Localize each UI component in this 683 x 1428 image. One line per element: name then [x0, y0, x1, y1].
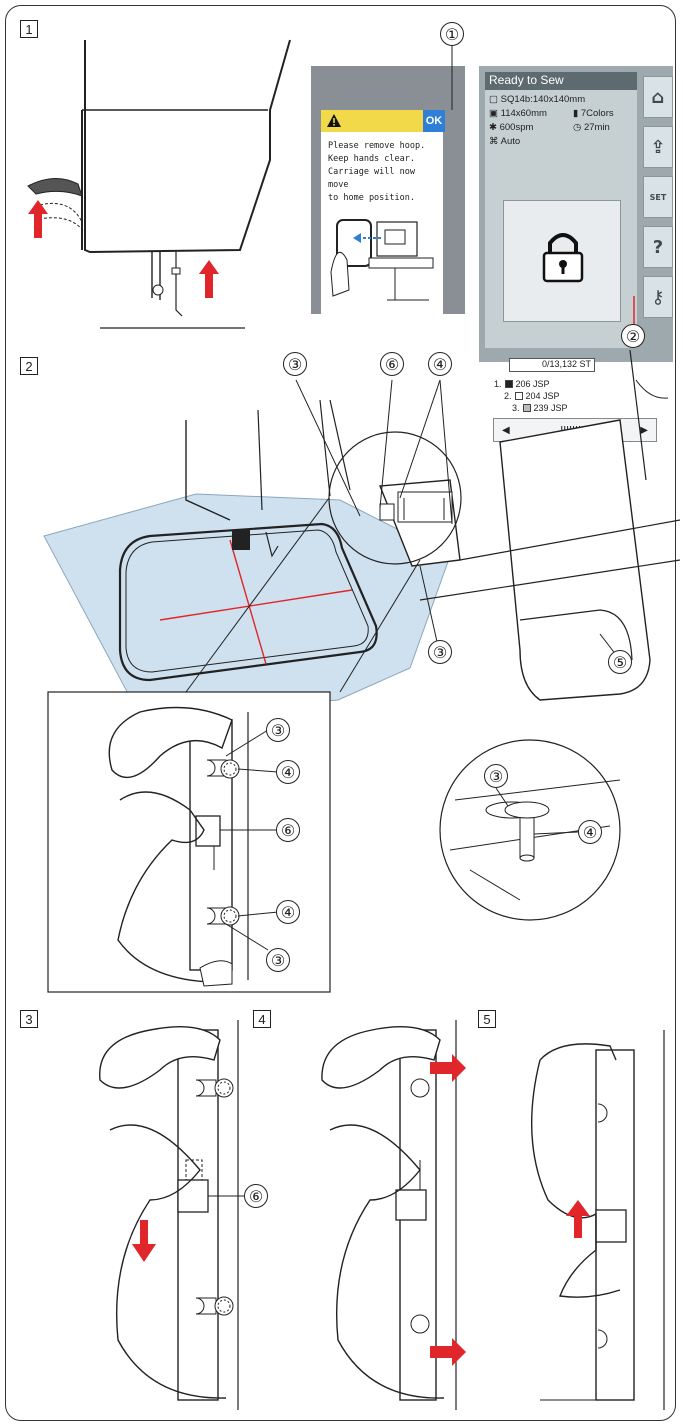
warning-line-4: to home position.: [328, 193, 415, 203]
thread-num: 2.: [504, 391, 512, 401]
thread-swatch: [522, 404, 531, 412]
ready-title: Ready to Sew: [485, 72, 637, 90]
thread-name: 206 JSP: [515, 379, 550, 389]
folder-icon[interactable]: ⇪: [643, 126, 673, 168]
colors-text: 7Colors: [580, 108, 614, 119]
padlock-icon: [542, 233, 584, 283]
size-info: ▣ 114x60mm: [489, 108, 547, 119]
help-icon[interactable]: ?: [643, 226, 673, 268]
callout-3-detail-top: ③: [266, 718, 290, 742]
callout-6-detail: ⑥: [276, 818, 300, 842]
step-4-label: 4: [253, 1010, 271, 1028]
callout-2-leader: [633, 296, 635, 324]
callout-3-pin: ③: [484, 764, 508, 788]
size-text: 114x60mm: [500, 108, 547, 119]
callout-3-detail-bottom: ③: [266, 948, 290, 972]
thread-swatch: [514, 392, 523, 400]
callout-3-top: ③: [283, 352, 307, 376]
warning-line-2: Keep hands clear.: [328, 154, 415, 164]
callout-6-step3: ⑥: [244, 1184, 268, 1208]
ok-button[interactable]: OK: [423, 110, 445, 132]
step-3-label: 3: [20, 1010, 38, 1028]
callout-1: ①: [440, 22, 464, 46]
callout-1-leader: [451, 46, 453, 110]
detail-box: [47, 691, 621, 993]
thread-list: 1. 206 JSP 2. 204 JSP 3. 239 JSP: [494, 378, 636, 422]
set-icon[interactable]: SET: [643, 176, 673, 218]
callout-5: ⑤: [608, 650, 632, 674]
home-icon[interactable]: ⌂: [643, 76, 673, 118]
key-icon[interactable]: ⚷: [643, 276, 673, 318]
sewing-machine-head: [27, 39, 291, 329]
callout-4-detail-top: ④: [276, 760, 300, 784]
callout-2: ②: [621, 324, 645, 348]
step-2-label: 2: [20, 357, 38, 375]
warning-screen: OK Please remove hoop. Keep hands clear.…: [311, 66, 465, 332]
thread-name: 239 JSP: [533, 403, 568, 413]
ready-panel: Ready to Sew ▢ SQ14b:140x140mm ▣ 114x60m…: [485, 72, 637, 413]
thread-swatch: [504, 380, 513, 388]
speed-info: ✱ 600spm: [489, 122, 534, 133]
thread-item[interactable]: 2. 204 JSP: [494, 390, 636, 402]
callout-4-top: ④: [428, 352, 452, 376]
warning-message: Please remove hoop. Keep hands clear. Ca…: [321, 132, 443, 205]
colors-info: ▮ 7Colors: [573, 108, 614, 119]
scroll-right-icon[interactable]: ▶: [640, 424, 648, 436]
ready-to-sew-screen: Ready to Sew ▢ SQ14b:140x140mm ▣ 114x60m…: [479, 66, 673, 442]
time-text: 27min: [583, 122, 610, 133]
locked-preview: [503, 200, 621, 322]
callout-6-top: ⑥: [380, 352, 404, 376]
step-1-label: 1: [20, 20, 38, 38]
callout-3-bottom: ③: [428, 640, 452, 664]
thread-name: 204 JSP: [525, 391, 560, 401]
warning-line-1: Please remove hoop.: [328, 141, 426, 151]
hoop-attachment-illustration: [43, 349, 681, 717]
thread-item[interactable]: 3. 239 JSP: [494, 402, 636, 414]
callout-4-pin: ④: [578, 820, 602, 844]
hoop-text: SQ14b:140x140mm: [500, 94, 586, 105]
stitch-counter: 0/13,132 ST: [509, 358, 595, 372]
hoop-info: ▢ SQ14b:140x140mm: [489, 94, 586, 105]
thread-num: 1.: [494, 379, 502, 389]
page-frame: [5, 5, 676, 1421]
mode-text: Auto: [500, 136, 521, 147]
time-info: ◷ 27min: [573, 122, 610, 133]
callout-4-detail-bottom: ④: [276, 900, 300, 924]
thread-num: 3.: [512, 403, 520, 413]
remove-hoop-illustration: [330, 219, 434, 301]
warning-dialog: OK Please remove hoop. Keep hands clear.…: [321, 110, 445, 332]
scroll-left-icon[interactable]: ◀: [502, 424, 510, 436]
warning-title-bar: OK: [321, 110, 445, 132]
speed-text: 600spm: [499, 122, 534, 133]
thread-item[interactable]: 1. 206 JSP: [494, 378, 636, 390]
warning-triangle-icon: [327, 114, 341, 127]
mode-info: ⌘ Auto: [489, 136, 521, 147]
warning-line-3: Carriage will now move: [328, 167, 415, 190]
step-5-label: 5: [478, 1010, 496, 1028]
